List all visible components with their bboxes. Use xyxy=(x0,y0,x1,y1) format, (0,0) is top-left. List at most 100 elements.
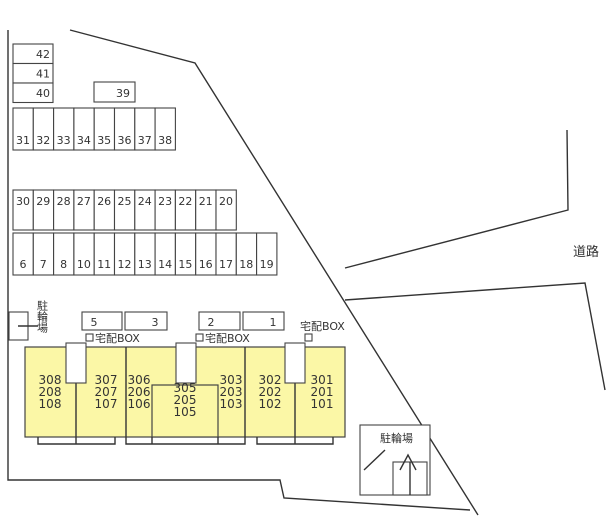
parking-space: 32 xyxy=(32,107,55,151)
parking-number: 23 xyxy=(158,195,172,208)
parking-space: 5 xyxy=(81,311,123,331)
parking-number: 26 xyxy=(97,195,111,208)
parking-number: 2 xyxy=(208,316,215,329)
stairwell xyxy=(284,342,306,384)
parking-space: 31 xyxy=(12,107,34,151)
parking-number: 3 xyxy=(152,316,159,329)
unit-number: 206 xyxy=(128,385,151,399)
parking-number: 37 xyxy=(138,134,152,147)
unit-number: 308 xyxy=(39,373,62,387)
parking-number: 19 xyxy=(260,258,274,271)
unit-number: 101 xyxy=(311,397,334,411)
road-label: 道路 xyxy=(573,244,599,260)
parking-number: 30 xyxy=(16,195,30,208)
unit-number: 305 xyxy=(174,381,197,395)
unit-number: 207 xyxy=(95,385,118,399)
parking-space: 1 xyxy=(242,311,285,331)
parking-space: 27 xyxy=(73,189,95,231)
parking-number: 21 xyxy=(199,195,213,208)
property-boundary xyxy=(7,29,479,516)
parking-space: 12 xyxy=(113,232,136,276)
parking-number: 5 xyxy=(91,316,98,329)
svg-text:39: 39 xyxy=(116,87,130,100)
unit-number: 103 xyxy=(220,397,243,411)
parking-number: 15 xyxy=(178,258,192,271)
bike-parking-right-label: 駐輪場 xyxy=(380,431,413,445)
unit-number: 307 xyxy=(95,373,118,387)
unit-number: 102 xyxy=(259,397,282,411)
parking-number: 42 xyxy=(36,48,50,61)
unit-number: 301 xyxy=(311,373,334,387)
parking-number: 38 xyxy=(158,134,172,147)
unit-number: 105 xyxy=(174,405,197,419)
bike-parking-right: 駐輪場 xyxy=(359,424,431,496)
parking-space: 19 xyxy=(256,232,278,276)
parking-space: 17 xyxy=(215,232,237,276)
parking-number: 18 xyxy=(239,258,253,271)
parking-space: 7 xyxy=(32,232,55,276)
parking-number: 31 xyxy=(16,134,30,147)
parking-space: 38 xyxy=(154,107,176,151)
parking-number: 36 xyxy=(118,134,132,147)
parking-space: 14 xyxy=(154,232,176,276)
bike-parking-left: 駐輪場 xyxy=(8,299,49,341)
parking-space: 40 xyxy=(12,82,54,104)
apartment-building: 3082081083072071073062061063052051053032… xyxy=(24,342,346,445)
parking-number: 10 xyxy=(77,258,91,271)
parking-number: 7 xyxy=(40,258,47,271)
parking-number: 28 xyxy=(57,195,71,208)
parking-number: 17 xyxy=(219,258,233,271)
unit-number: 108 xyxy=(39,397,62,411)
unit-number: 201 xyxy=(311,385,334,399)
parking-space: 35 xyxy=(93,107,116,151)
parking-number: 29 xyxy=(36,195,50,208)
stairwell xyxy=(175,342,197,384)
parking-space: 33 xyxy=(53,107,75,151)
parking-space: 22 xyxy=(174,189,197,231)
parking-space: 23 xyxy=(154,189,176,231)
parking-space: 20 xyxy=(215,189,237,231)
parking-number: 25 xyxy=(118,195,132,208)
parking-space: 34 xyxy=(73,107,95,151)
unit-number: 303 xyxy=(220,373,243,387)
parking-space: 13 xyxy=(134,232,156,276)
parking-number: 13 xyxy=(138,258,152,271)
unit-number: 202 xyxy=(259,385,282,399)
parking-number: 1 xyxy=(270,316,277,329)
road: 道路 xyxy=(344,129,606,391)
parking-number: 8 xyxy=(60,258,67,271)
parking-space: 25 xyxy=(113,189,136,231)
unit-number: 306 xyxy=(128,373,151,387)
parking-space: 16 xyxy=(195,232,217,276)
stairwell xyxy=(65,342,87,384)
parking-number: 35 xyxy=(97,134,111,147)
parking-space: 37 xyxy=(134,107,156,151)
parking-number: 6 xyxy=(20,258,27,271)
parking-space: 41 xyxy=(12,62,54,84)
unit-number: 106 xyxy=(128,397,151,411)
unit-number: 205 xyxy=(174,393,197,407)
parking-space: 21 xyxy=(195,189,217,231)
parking-space: 28 xyxy=(53,189,75,231)
parking-number: 12 xyxy=(118,258,132,271)
parking-number: 34 xyxy=(77,134,91,147)
parking-number: 41 xyxy=(36,68,50,81)
parking-space-39: 39 xyxy=(93,81,136,103)
parking-space: 29 xyxy=(32,189,55,231)
parking-space: 18 xyxy=(235,232,258,276)
parking-number: 22 xyxy=(178,195,192,208)
delivery-boxes: 宅配BOX 宅配BOX 宅配BOX xyxy=(85,319,345,345)
parking-space: 3 xyxy=(124,311,168,331)
parking-space: 10 xyxy=(73,232,95,276)
delivery-box-label: 宅配BOX xyxy=(95,331,140,345)
